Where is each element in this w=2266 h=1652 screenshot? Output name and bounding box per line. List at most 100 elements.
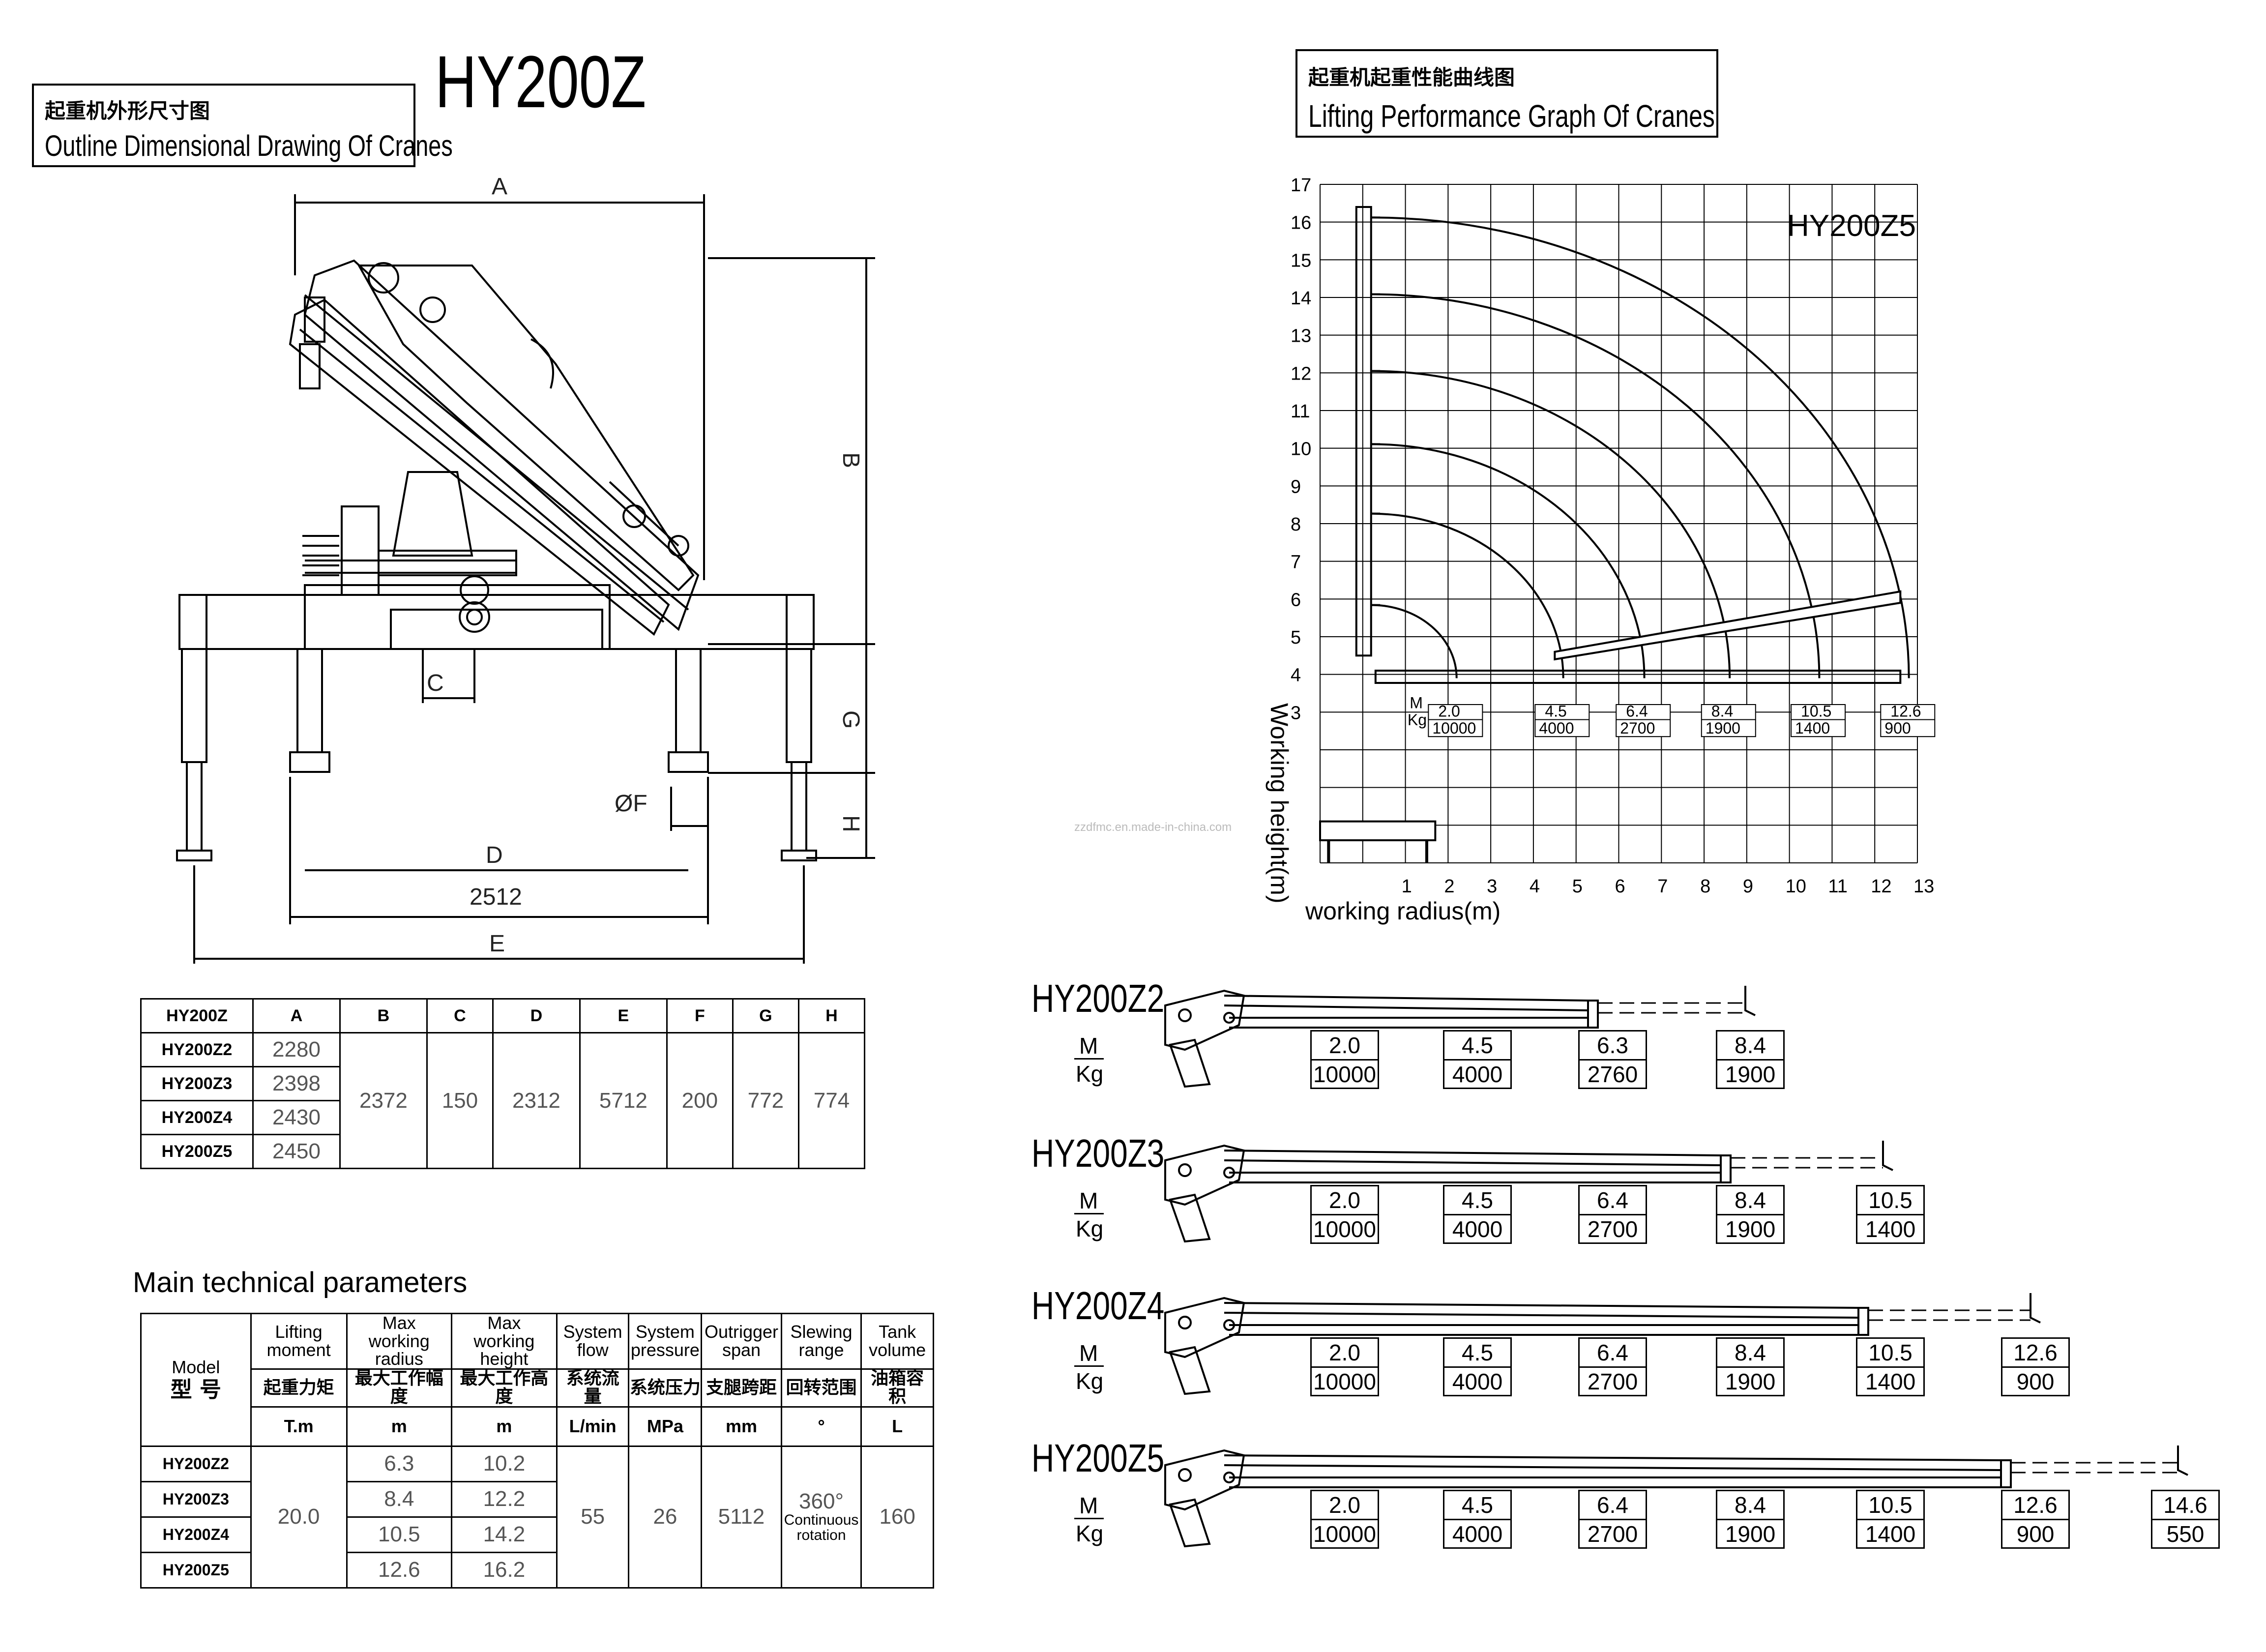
capacity-radius: 12.6 (2002, 1339, 2068, 1368)
cap-load: 2700 (1620, 719, 1655, 737)
capacity-model-label: HY200Z4 (1031, 1284, 1165, 1328)
dim-label-2512: 2512 (470, 884, 522, 910)
x-tick-label: 4 (1530, 876, 1540, 897)
boom-silhouette (1164, 986, 1756, 1088)
cap-box (1616, 704, 1671, 738)
working-arc (1371, 216, 1910, 678)
capacity-radius: 4.5 (1444, 1339, 1510, 1368)
x-tick-label: 1 (1402, 876, 1412, 897)
dim-header: HY200Z (140, 998, 254, 1033)
col-lifting-unit: T.m (250, 1406, 348, 1447)
dim-model: HY200Z3 (140, 1066, 254, 1101)
col-flow-unit: L/min (556, 1406, 630, 1447)
col-pressure-unit: MPa (628, 1406, 703, 1447)
x-tick-label: 9 (1743, 876, 1753, 897)
capacity-load: 1400 (1865, 1369, 1916, 1394)
y-tick-label: 17 (1291, 175, 1311, 196)
cap-box (1534, 704, 1590, 738)
flow-value: 55 (556, 1445, 630, 1589)
y-tick-label: 11 (1291, 401, 1310, 422)
y-tick-label: 12 (1291, 363, 1311, 384)
boom-horizontal (1374, 670, 1902, 684)
lifting-moment-value: 20.0 (250, 1445, 348, 1589)
params-title: Main technical parameters (133, 1267, 468, 1298)
capacity-load: 1900 (1725, 1216, 1776, 1242)
col-tank-unit: L (860, 1406, 934, 1447)
dim-header: C (426, 998, 494, 1033)
capacity-load: 900 (2016, 1521, 2055, 1547)
x-tick-label: 11 (1828, 876, 1847, 897)
dim-header: G (732, 998, 799, 1033)
x-tick-label: 6 (1615, 876, 1625, 897)
x-tick-label: 10 (1786, 876, 1806, 897)
unit-divider (1074, 1213, 1104, 1214)
dim-c-value: 150 (426, 1032, 494, 1169)
unit-divider (1074, 1058, 1104, 1060)
outline-label-en: Outline Dimensional Drawing Of Cranes (45, 129, 453, 162)
capacity-radius: 2.0 (1312, 1491, 1378, 1520)
max-radius-value: 6.3 (346, 1445, 453, 1482)
dim-header: B (339, 998, 428, 1033)
unit-kg: Kg (1076, 1368, 1104, 1394)
cap-load: 4000 (1539, 719, 1574, 737)
dim-label-c: C (427, 670, 444, 696)
params-model: HY200Z5 (140, 1551, 252, 1589)
y-tick-label: 9 (1291, 476, 1301, 497)
cap-box (1701, 704, 1756, 738)
capacity-radius: 10.5 (1857, 1491, 1923, 1520)
params-model-en: Model (172, 1357, 220, 1377)
dim-label-e: E (489, 931, 505, 957)
y-tick-label: 10 (1291, 439, 1311, 460)
capacity-radius: 10.5 (1857, 1339, 1923, 1368)
dim-label-d: D (486, 842, 503, 868)
pressure-value: 26 (628, 1445, 703, 1589)
params-model: HY200Z4 (140, 1516, 252, 1553)
col-tank-cn: 油箱容积 (860, 1368, 934, 1408)
capacity-load: 550 (2166, 1521, 2205, 1547)
params-model: HY200Z2 (140, 1445, 252, 1482)
max-radius-value: 12.6 (346, 1551, 453, 1589)
col-span-unit: mm (701, 1406, 782, 1447)
capacity-radius: 12.6 (2002, 1491, 2068, 1520)
dim-h-value: 774 (797, 1032, 866, 1169)
capacity-radius: 8.4 (1717, 1186, 1783, 1215)
capacity-load: 10000 (1313, 1521, 1376, 1547)
dim-d-value: 2312 (492, 1032, 581, 1169)
max-height-value: 12.2 (451, 1480, 558, 1518)
dim-f-value: 200 (666, 1032, 734, 1169)
working-arc (1371, 293, 1821, 678)
capacity-load: 4000 (1452, 1369, 1503, 1394)
y-tick-label: 16 (1291, 213, 1311, 234)
y-tick-label: 4 (1291, 665, 1301, 686)
capacity-load: 2700 (1587, 1521, 1638, 1547)
capacity-load: 2700 (1587, 1369, 1638, 1394)
page-title: HY200Z (435, 40, 647, 123)
capacity-radius: 2.0 (1312, 1339, 1378, 1368)
max-radius-value: 10.5 (346, 1516, 453, 1553)
dim-a-value: 2280 (252, 1032, 341, 1067)
cap-radius: 4.5 (1545, 703, 1566, 720)
cap-box (1880, 704, 1936, 738)
capacity-radius: 6.3 (1580, 1032, 1646, 1061)
col-span-cn: 支腿跨距 (701, 1368, 782, 1408)
capacity-radius: 4.5 (1444, 1032, 1510, 1061)
col-height-cn: 最大工作高度 (451, 1368, 558, 1408)
capacity-model-label: HY200Z2 (1031, 976, 1165, 1020)
dim-label-f: ØF (615, 791, 647, 817)
capacity-load: 1900 (1725, 1369, 1776, 1394)
